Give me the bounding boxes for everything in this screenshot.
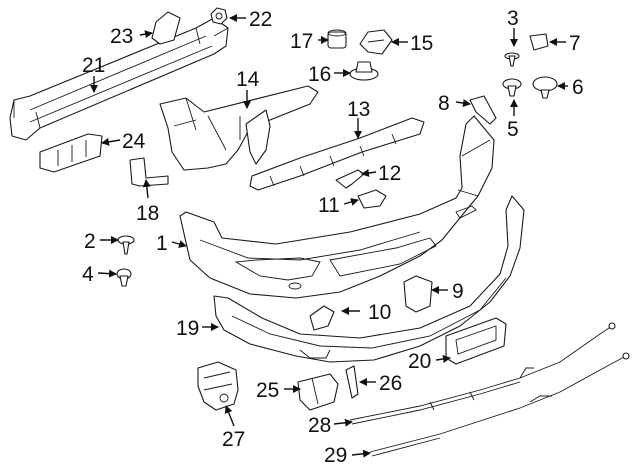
leader-lines [90,14,568,458]
callout-2: 2 [84,230,96,253]
bumper-cover [179,115,495,299]
screw-2 [117,235,135,255]
push-nut [529,33,549,51]
callout-11: 11 [318,194,340,217]
plug-cap [532,76,558,99]
callout-5: 5 [507,118,519,141]
callout-17: 17 [290,30,313,53]
callout-21: 21 [82,54,105,77]
harness-lower [369,352,630,457]
callout-27: 27 [222,428,245,451]
clip [335,169,365,189]
callout-29: 29 [324,444,347,467]
callout-9: 9 [452,280,464,303]
callout-13: 13 [347,98,370,121]
callout-15: 15 [410,32,433,55]
callout-4: 4 [82,263,94,286]
bumper-bracket [159,85,319,171]
energy-absorber [39,133,103,173]
callout-7: 7 [569,32,581,55]
grommet [327,29,347,49]
harness-upper [349,322,616,425]
side-bracket [469,95,497,125]
callout-16: 16 [308,63,331,86]
small-bracket [357,189,387,209]
callout-22: 22 [249,8,272,31]
bumper-guide [249,117,425,191]
callout-8: 8 [438,92,450,115]
callout-6: 6 [572,76,584,99]
bolt [502,78,522,97]
sensor [309,305,335,331]
lower-valance [213,195,525,363]
callout-23: 23 [110,25,133,48]
callout-12: 12 [378,162,401,185]
cover-housing [403,275,433,313]
nut [210,7,228,25]
callout-20: 20 [408,350,431,373]
callout-19: 19 [176,317,199,340]
screw-4 [116,268,132,287]
clip-nut [349,61,379,81]
callout-3: 3 [507,7,519,30]
callout-10: 10 [368,301,391,324]
bracket-18 [129,157,169,187]
spring-nut [359,29,393,55]
callout-1: 1 [156,232,168,255]
callout-26: 26 [379,372,402,395]
callout-labels: 23 22 21 24 14 17 15 16 3 7 6 5 8 13 12 … [82,7,584,467]
camera [197,361,239,411]
cover-cap [345,365,359,399]
screw-top [504,52,520,67]
control-module [297,373,339,411]
impact-bar [9,17,229,141]
callout-28: 28 [308,414,331,437]
callout-25: 25 [256,379,279,402]
callout-24: 24 [122,130,146,153]
callout-18: 18 [136,202,159,225]
callout-14: 14 [236,68,260,91]
